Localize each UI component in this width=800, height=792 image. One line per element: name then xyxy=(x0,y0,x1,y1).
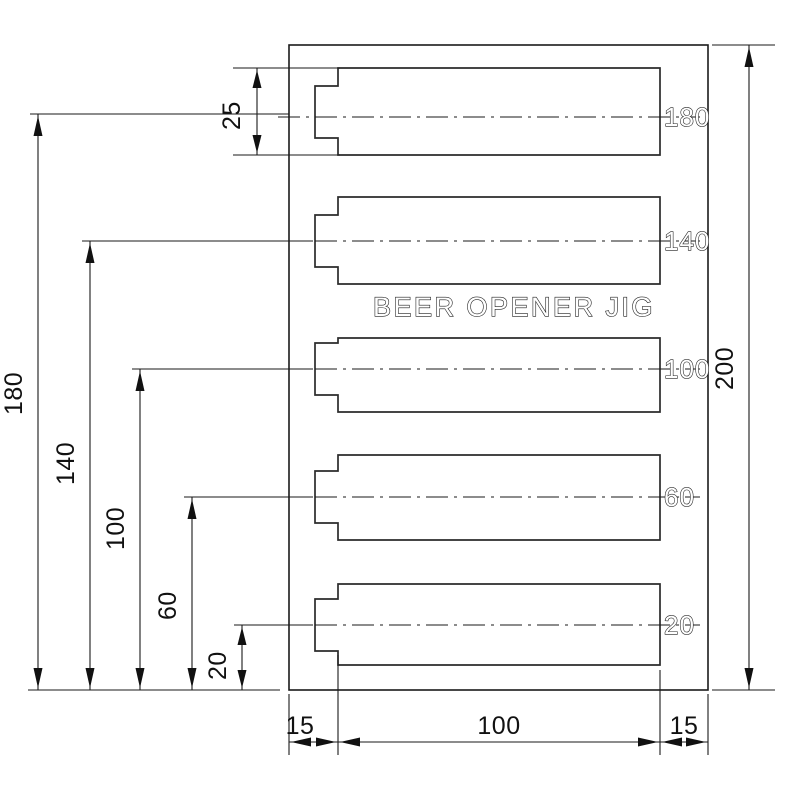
dimension-180: 180 xyxy=(0,113,289,690)
slot-60 xyxy=(278,454,700,541)
dimension-label-15-right: 15 xyxy=(670,712,699,740)
slot-label-100: 100 xyxy=(664,354,710,384)
dimension-bottom-extension-lines xyxy=(288,655,709,755)
plate-outline xyxy=(288,44,709,691)
dimension-label-200: 200 xyxy=(711,347,739,390)
dimension-label-180: 180 xyxy=(0,372,28,415)
dimension-label-100-vertical: 100 xyxy=(102,507,130,550)
slot-100 xyxy=(278,337,700,413)
dimension-15-left: 15 xyxy=(286,712,338,747)
dimension-15-right: 15 xyxy=(660,712,708,747)
dimension-100-vertical: 100 xyxy=(102,368,313,690)
dimension-label-100-horizontal: 100 xyxy=(477,712,520,740)
dimension-25-slot-height: 25 xyxy=(218,67,340,156)
dimension-140: 140 xyxy=(52,240,313,690)
dimension-200-overall-height: 200 xyxy=(711,44,775,691)
slot-label-60: 60 xyxy=(664,482,695,512)
dimension-100-horizontal: 100 xyxy=(338,712,660,747)
dimension-label-25: 25 xyxy=(218,101,246,130)
dimension-label-15-left: 15 xyxy=(286,712,315,740)
slot-label-180: 180 xyxy=(664,102,710,132)
dimension-20: 20 xyxy=(204,624,313,690)
dimension-label-140: 140 xyxy=(52,442,80,485)
slot-140 xyxy=(278,196,700,285)
dimension-60: 60 xyxy=(154,496,313,690)
slot-label-140: 140 xyxy=(664,226,710,256)
dimension-label-60: 60 xyxy=(154,591,182,620)
slot-180 xyxy=(278,67,700,156)
dimension-label-20: 20 xyxy=(204,651,232,680)
slot-20 xyxy=(278,583,700,666)
plate-title-text: BEER OPENER JIG xyxy=(373,292,655,322)
slot-label-20: 20 xyxy=(664,610,695,640)
